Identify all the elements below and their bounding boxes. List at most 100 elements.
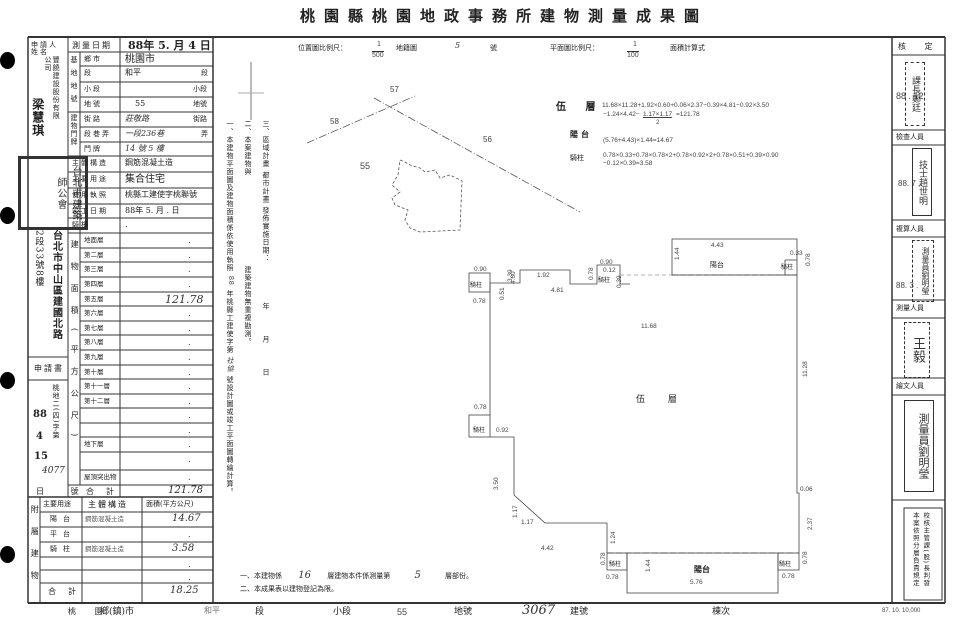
floor-value: .: [188, 338, 191, 347]
bottom-note-1: 一、本建物係 16 層建物本件係測量第 5 層部份。: [240, 571, 473, 581]
applicant-address-no: 2段33號8樓: [33, 230, 44, 287]
delegation-note: 校核主管課(股)長判發 本案依照分層負責規定: [911, 512, 930, 587]
floor-label: 第八層: [84, 338, 104, 346]
attached-structure: 鋼筋混凝土造: [85, 545, 124, 553]
dimension-label: 0.78: [473, 298, 486, 305]
attached-area: .: [188, 530, 191, 539]
dimension-label: 0.78: [802, 551, 809, 564]
survey-date-label: 測量日期: [72, 41, 112, 50]
dimension-label: 1.44: [645, 559, 652, 572]
footer-land-no: 55: [397, 607, 408, 617]
floor-label: 第十一層: [84, 382, 110, 390]
note-2-text: 二、本案建物與: [244, 120, 253, 176]
total-value: 121.78: [168, 485, 203, 496]
row-label: 段: [84, 69, 93, 77]
location-scale-den: 500: [372, 51, 384, 59]
approve-date: 88 . 12: [896, 91, 924, 101]
parcel-label-57: 57: [390, 85, 399, 94]
drafter-stamp: 測量員劉明瑩: [904, 400, 934, 492]
floor-value: .: [188, 455, 191, 464]
application-seq: 4077: [42, 466, 65, 476]
floor-value: .: [188, 280, 191, 289]
cadastral-map-no: 5: [455, 41, 461, 50]
parcel-label-56: 56: [483, 135, 492, 144]
bottom-note-1-floors: 16: [298, 570, 311, 581]
formula-floor5-frac: 1.17×1.17: [643, 111, 673, 118]
location-scale-num: 1: [377, 41, 381, 48]
floor-value: .: [188, 473, 191, 482]
attached-use: 平台: [50, 530, 76, 538]
plan-balcony-bottom-label: 陽台: [694, 564, 710, 574]
inspector-date: 88. 7 .: [898, 179, 921, 188]
note-1-year: 88: [227, 276, 235, 286]
note-2: 二、本案建物與建築建物無重複勘測。: [244, 120, 252, 346]
floor-value: .: [188, 368, 191, 377]
row-value: 55: [135, 99, 146, 108]
attached-area: 3.58: [172, 543, 195, 554]
attached-area: .: [188, 573, 191, 582]
dimension-label: 4.42: [541, 545, 554, 552]
footer-county: 桃 園: [68, 607, 111, 616]
attached-group-label: 附屬建物: [30, 505, 40, 593]
bottom-note-2: 二、本成果表以建物登記為限。: [240, 585, 338, 593]
footer-subsection-label: 小段: [333, 607, 352, 617]
dimension-label: 11.28: [802, 361, 809, 377]
footer-section-label: 段: [255, 607, 265, 617]
cadastral-map-label: 地籍圖: [396, 44, 417, 52]
recheck-date: 88. 3 .: [896, 281, 919, 290]
area-group-label: 建物面積(平方公尺): [70, 240, 80, 451]
row-value: 桃園市: [125, 54, 155, 65]
floor-value: .: [188, 236, 191, 245]
attached-use: 騎柱: [50, 545, 76, 553]
dimension-label: 4.81: [551, 287, 564, 294]
punch-hole: [0, 372, 15, 389]
note-3-day: 日: [262, 368, 271, 377]
floor-label: 第九層: [84, 353, 104, 361]
application-no: 桃地二(四)字第: [52, 384, 61, 440]
drafter-label: 繪文人員: [896, 382, 924, 390]
application-month: 4: [36, 431, 43, 442]
location-map: [306, 95, 581, 233]
approve-stamp: 課長鄭廷: [905, 62, 925, 126]
recheck-label: 複算人員: [896, 225, 924, 233]
row-label: 地號: [84, 100, 102, 108]
dimension-label: 0.06: [800, 486, 813, 493]
attached-use: 陽台: [50, 515, 76, 523]
page-title: 桃園縣桃園地政事務所建物測量成果圖: [300, 7, 709, 25]
row-value: 集合住宅: [125, 174, 165, 185]
dimension-label: 0.78: [600, 552, 607, 565]
footer-township-label: 鄉(鎮)市: [100, 607, 135, 617]
formula-floor5-frac-den: 2: [656, 120, 660, 126]
attached-total-value: 18.25: [170, 585, 199, 596]
floor-value: .: [188, 426, 191, 435]
punch-hole: [0, 546, 15, 563]
attached-header-area: 面積(平方公尺): [146, 500, 194, 508]
floor-label: 屋頂突出物: [84, 473, 117, 481]
row-label: 騎樓: [72, 221, 90, 229]
floor-value: .: [188, 251, 191, 260]
row-value: 鋼筋混凝土造: [125, 158, 173, 167]
plan-pillar-label: 騎柱: [473, 427, 486, 434]
dimension-label: 1.17: [521, 519, 534, 526]
note-1-text-b: 年桃縣工建使字第: [226, 289, 235, 354]
dimension-label: 0.78: [805, 253, 812, 266]
bottom-note-1-a: 一、本建物係: [240, 572, 282, 580]
cadastral-map-suffix: 號: [490, 44, 497, 52]
application-suffix: 日 號: [36, 487, 91, 496]
footer-section-value: 和平: [204, 606, 220, 615]
applicant-name: 梁慧琪: [30, 98, 45, 137]
application-year: 88: [33, 409, 47, 420]
plan-scale-num: 1: [633, 41, 637, 48]
row-suffix: 小段: [193, 85, 207, 93]
row-suffix: 段: [201, 69, 208, 77]
floor-label: 地下層: [84, 440, 104, 448]
floor-value: .: [188, 397, 191, 406]
row-label: 竣工日期: [72, 207, 108, 215]
footer-block-label: 棟次: [712, 607, 731, 617]
note-3-text: 三、區域計畫 都市計畫 發佈實施日期：: [262, 120, 271, 263]
dimension-label: 1.24: [610, 531, 617, 544]
row-value: 88年 5. 月 . 日: [125, 206, 180, 215]
dimension-label: 0.51: [499, 287, 506, 300]
recheck-stamp: 測量員劉明瑩: [912, 240, 934, 302]
row-suffix: 街路: [193, 115, 207, 123]
